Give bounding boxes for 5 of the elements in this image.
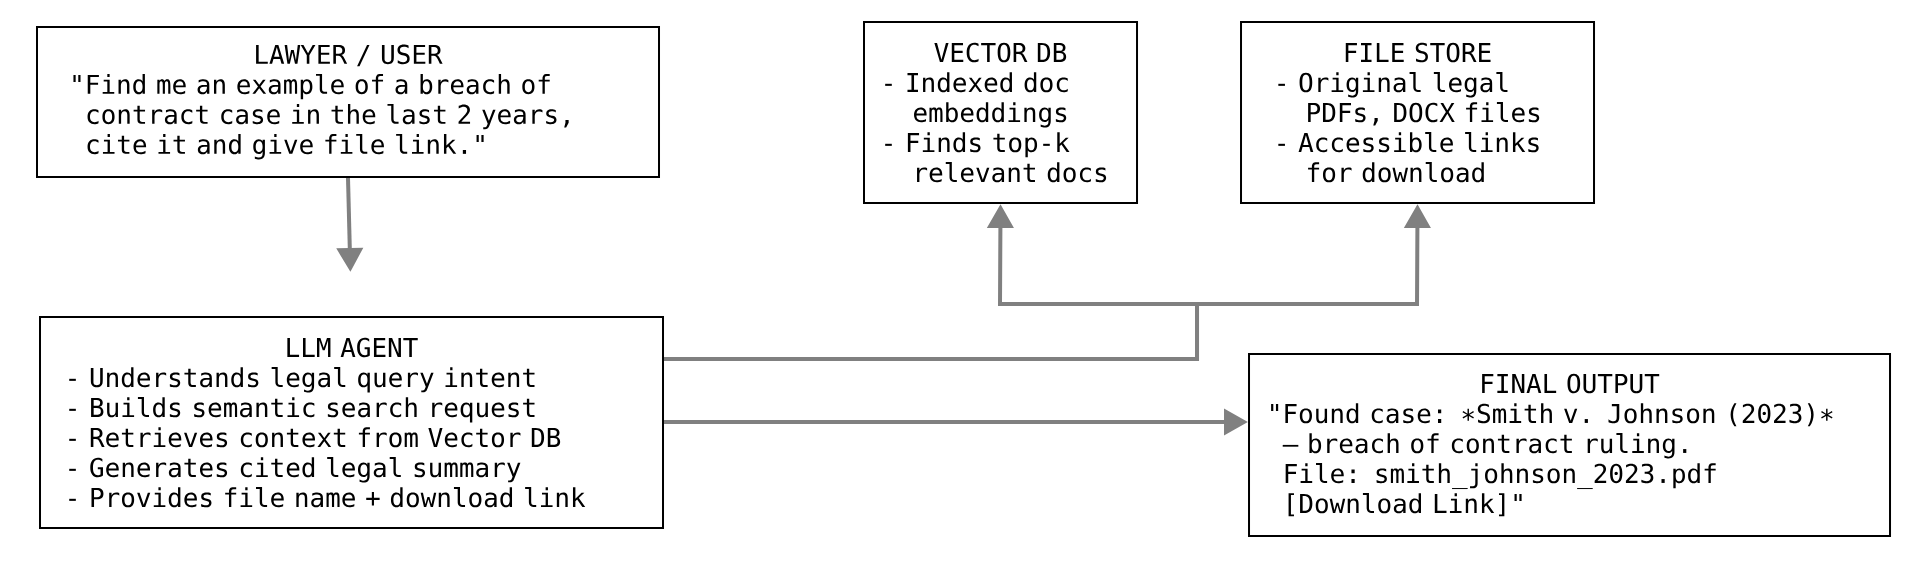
process-box: FINAL OUTPUT "Found case: ∗Smith v. Johnson (2023)∗ — breach of contract ruling. File: smith_johnson_2023.pdf [Download Link]" [1248, 353, 1891, 537]
process-box: VECTOR DB - Indexed doc embeddings - Finds top-k relevant docs [863, 21, 1138, 204]
process-box: LAWYER / USER "Find me an example of a breach of contract case in the last 2 years, cite it and give file link." [36, 26, 660, 178]
process-box: LLM AGENT - Understands legal query intent - Builds semantic search request - Retrieves context from Vector DB - Generates cited legal summary - Provides file name + download link [39, 316, 664, 529]
process-box: FILE STORE - Original legal PDFs, DOCX files - Accessible links for download [1240, 21, 1595, 204]
